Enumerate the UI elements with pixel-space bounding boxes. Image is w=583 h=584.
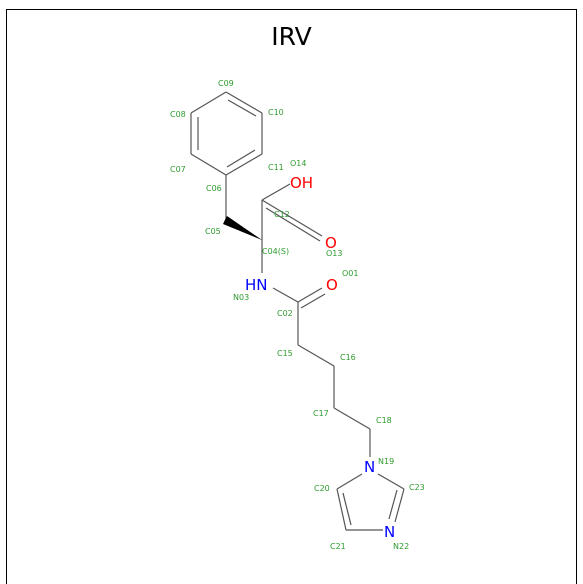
atom-label-o01: O01	[342, 269, 358, 278]
atom-label-c02: C02	[277, 309, 293, 318]
diagram-frame	[6, 9, 577, 584]
bond-n22-c23	[394, 488, 405, 523]
bond-c20-c21	[336, 488, 347, 531]
bond-c23-n19	[377, 473, 405, 490]
atom-label-c06: C06	[206, 184, 222, 193]
atom-label-c17: C17	[313, 409, 329, 418]
atom-label-c09: C09	[218, 79, 234, 88]
bond-n19-c20	[336, 473, 363, 490]
bond-c02-o01	[297, 287, 323, 303]
bond-c15-c16	[297, 344, 335, 367]
atom-label-o13: O13	[326, 249, 342, 258]
bond-c12-o14	[261, 183, 291, 201]
atom-label-c15: C15	[277, 349, 293, 358]
oh-symbol: OH	[290, 174, 313, 192]
bond-c02-o01-double	[300, 293, 326, 309]
atom-label-o14: O14	[290, 159, 306, 168]
atom-label-c11: C11	[268, 163, 284, 172]
n22-symbol: N	[384, 523, 395, 541]
atom-label-c12: C12	[274, 210, 290, 219]
bond-c20-c21-double	[342, 492, 352, 526]
molecule-title: IRV	[271, 22, 312, 51]
o13-symbol: O	[325, 234, 337, 252]
atom-label-c04: C04(S)	[262, 247, 289, 256]
bond-c11-c06	[225, 153, 263, 176]
atom-label-c21: C21	[330, 542, 346, 551]
bond-aromatic-inner-2	[226, 149, 256, 168]
atom-label-c16: C16	[340, 353, 356, 362]
atom-label-c05: C05	[205, 227, 221, 236]
bond-c09-c10	[225, 91, 263, 114]
atom-label-c20: C20	[314, 484, 330, 493]
bond-c08-c09	[190, 91, 227, 114]
n19-symbol: N	[364, 458, 375, 476]
atom-label-c10: C10	[268, 108, 284, 117]
bond-aromatic-inner-1	[227, 99, 257, 117]
bond-c17-c18	[333, 407, 371, 430]
bonds	[190, 91, 405, 531]
bond-c12-o13-double	[265, 207, 321, 242]
bond-c04-c05-wedge-body	[223, 216, 262, 240]
atom-label-c18: C18	[376, 416, 392, 425]
hn-symbol: HN	[245, 276, 268, 294]
atom-label-n22: N22	[393, 542, 409, 551]
o01-symbol: O	[326, 276, 338, 294]
atom-label-c08: C08	[170, 110, 186, 119]
bond-c06-c07	[190, 153, 227, 176]
atom-label-c23: C23	[409, 483, 425, 492]
bond-n03-c02	[272, 287, 299, 303]
bond-c12-o13	[261, 199, 323, 237]
bond-n22-c23-double	[388, 489, 398, 520]
atom-label-n03: N03	[233, 293, 249, 302]
atom-label-n19: N19	[378, 457, 394, 466]
atom-label-c07: C07	[170, 165, 186, 174]
